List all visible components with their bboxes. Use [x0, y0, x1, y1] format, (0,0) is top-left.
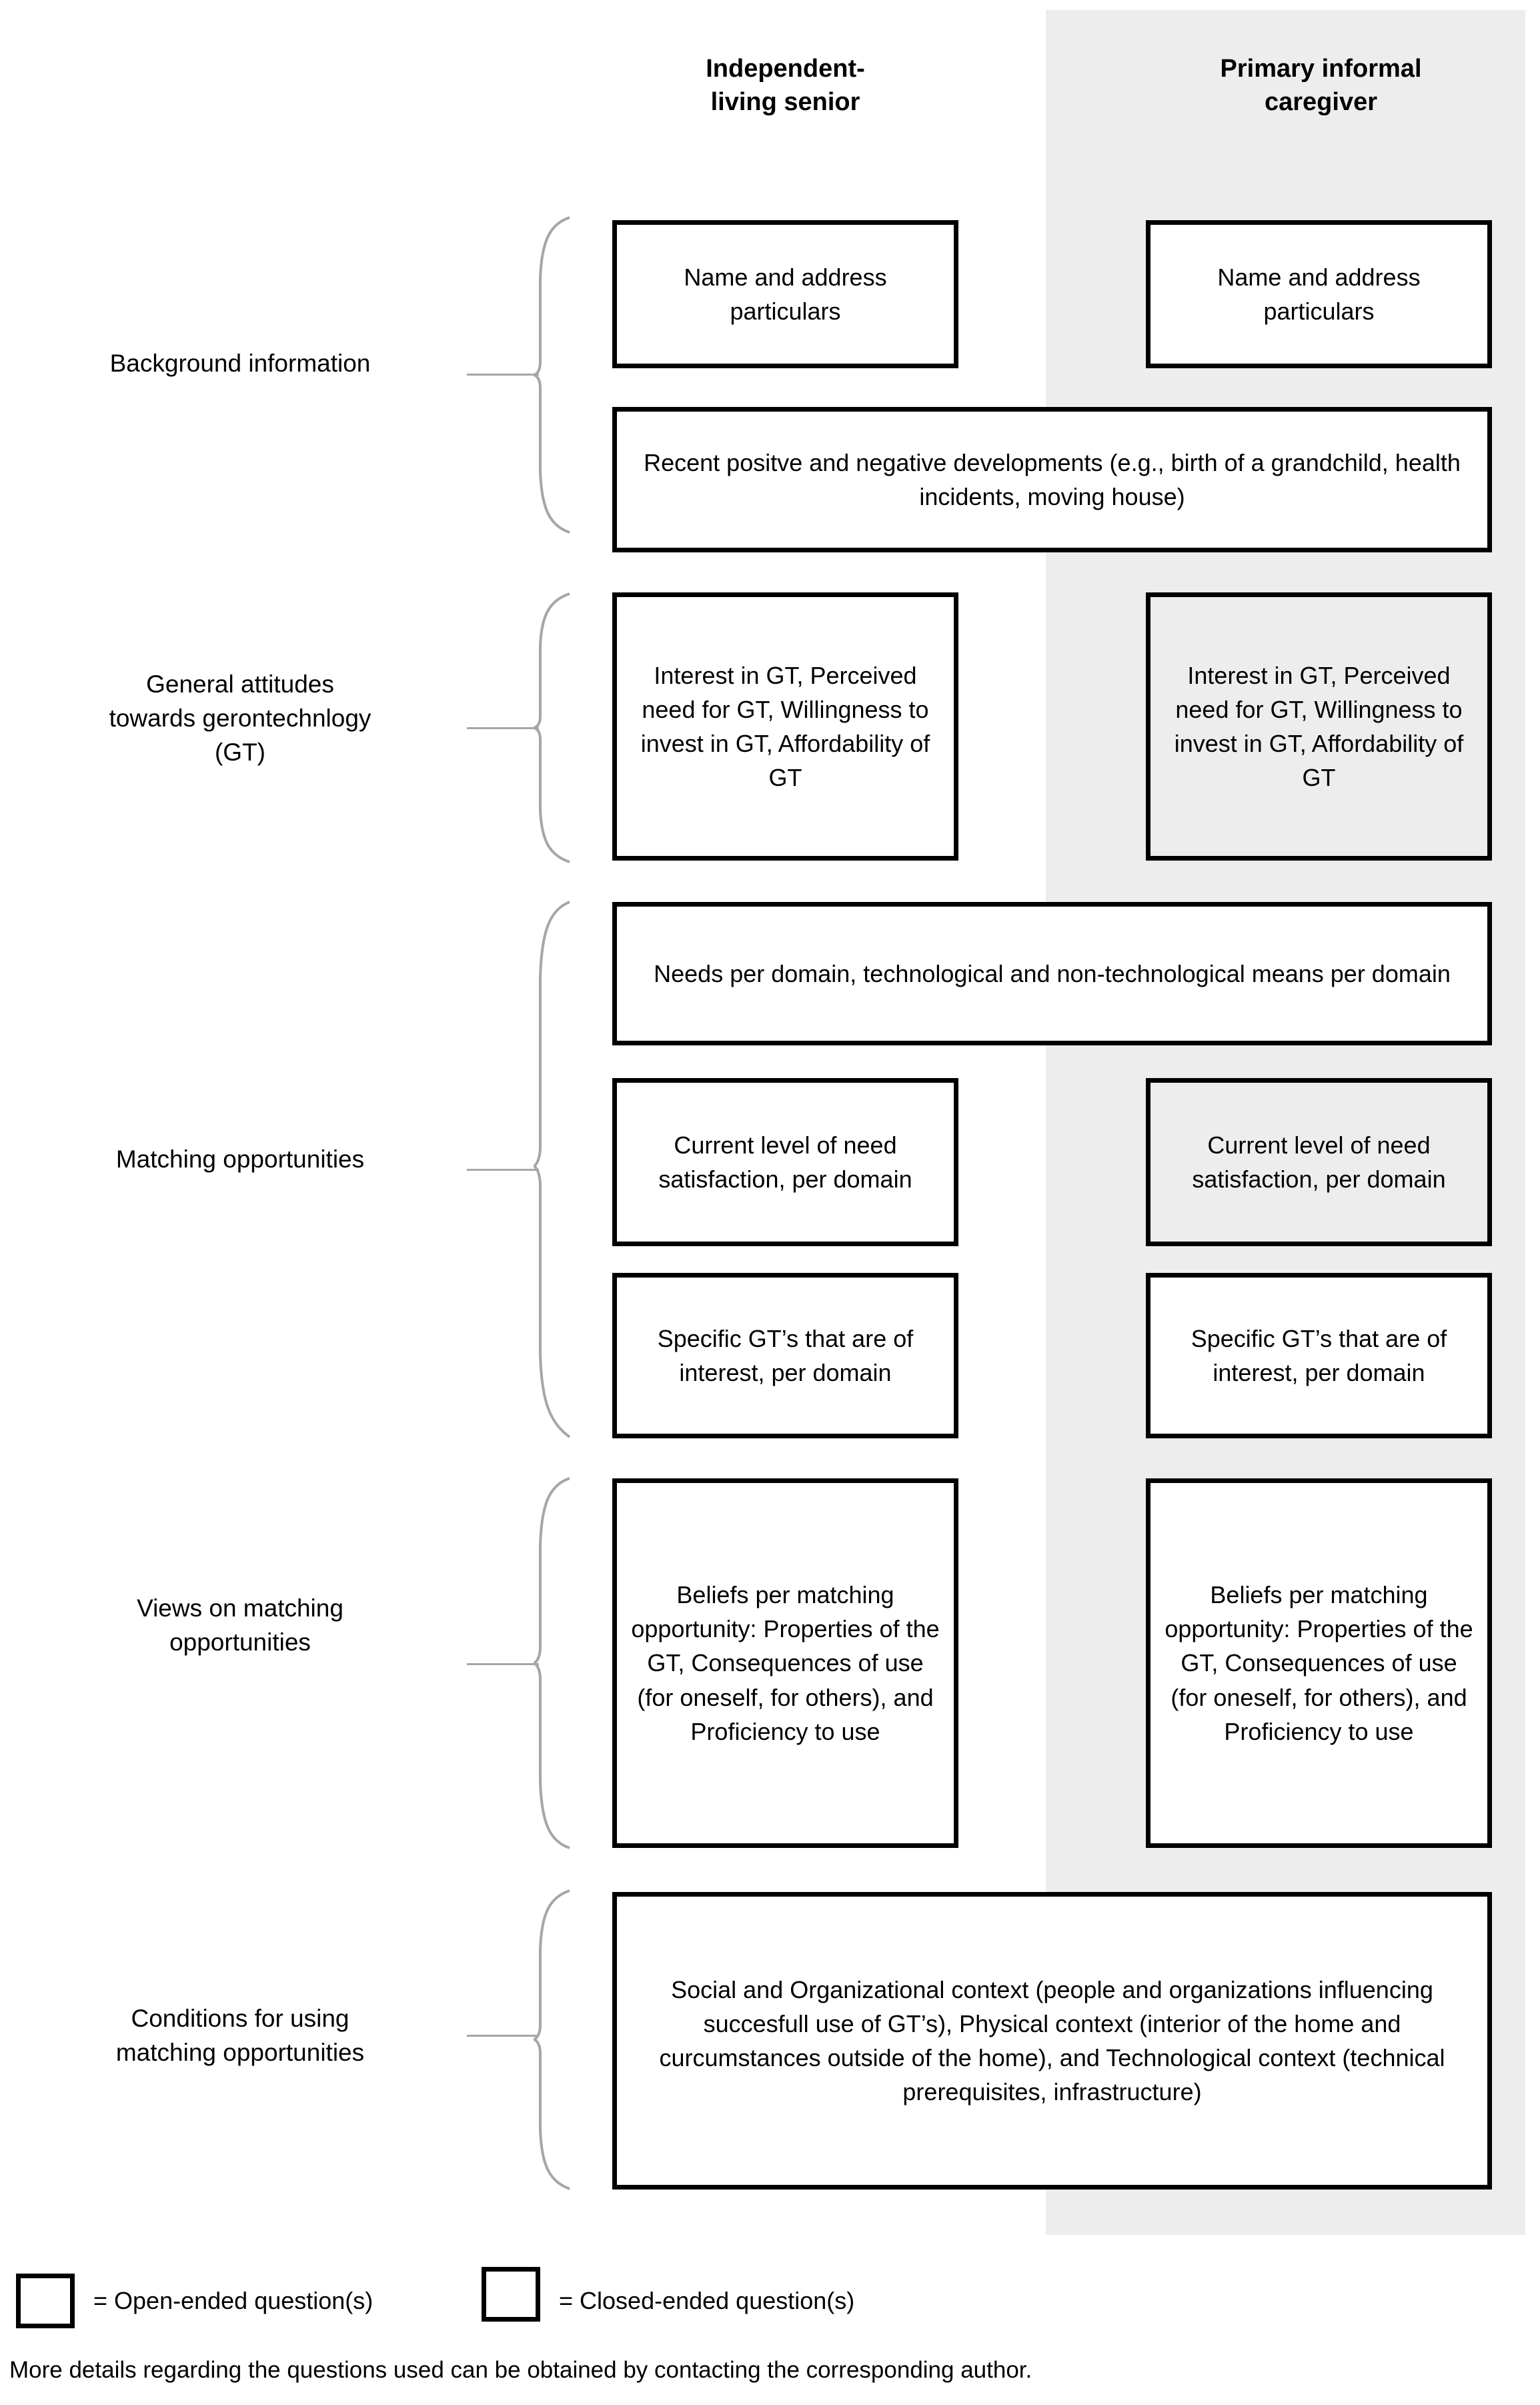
box-views-senior: Beliefs per matching opportunity: Proper…: [612, 1478, 958, 1848]
connector-matching-opportunities: [467, 1169, 539, 1171]
box-bg-name-senior: Name and address particulars: [612, 220, 958, 368]
legend-label-open: = Open-ended question(s): [93, 2287, 373, 2314]
box-bg-name-caregiver: Name and address particulars: [1146, 220, 1492, 368]
box-mo-specific-senior: Specific GT’s that are of interest, per …: [612, 1273, 958, 1438]
legend-label-closed: = Closed-ended question(s): [559, 2287, 855, 2314]
section-label-general-attitudes: General attitudes towards gerontechnlogy…: [109, 670, 371, 767]
box-mo-satisfaction-caregiver: Current level of need satisfaction, per …: [1146, 1078, 1492, 1246]
box-text: Beliefs per matching opportunity: Proper…: [631, 1581, 940, 1745]
connector-conditions: [467, 2035, 539, 2037]
box-conditions-context: Social and Organizational context (peopl…: [612, 1892, 1492, 2190]
box-text: Name and address particulars: [1217, 263, 1421, 325]
brace-general-attitudes: [534, 592, 570, 863]
figure-footnote: More details regarding the questions use…: [9, 2357, 1032, 2383]
section-label-background: Background information: [109, 350, 371, 377]
box-views-caregiver: Beliefs per matching opportunity: Proper…: [1146, 1478, 1492, 1848]
box-bg-developments: Recent positve and negative developments…: [612, 407, 1492, 552]
legend-swatch-open: [16, 2274, 75, 2328]
box-mo-satisfaction-senior: Current level of need satisfaction, per …: [612, 1078, 958, 1246]
box-mo-specific-caregiver: Specific GT’s that are of interest, per …: [1146, 1273, 1492, 1438]
section-label-conditions: Conditions for using matching opportunit…: [115, 2005, 365, 2067]
connector-views: [467, 1663, 539, 1665]
box-mo-needs: Needs per domain, technological and non-…: [612, 902, 1492, 1045]
box-text: Specific GT’s that are of interest, per …: [657, 1324, 914, 1386]
section-label-matching-opportunities: Matching opportunities: [115, 1145, 365, 1173]
box-text: Name and address particulars: [684, 263, 887, 325]
box-text: Needs per domain, technological and non-…: [654, 959, 1451, 987]
box-text: Interest in GT, Perceived need for GT, W…: [640, 661, 930, 792]
box-text: Current level of need satisfaction, per …: [1192, 1131, 1446, 1193]
box-text: Beliefs per matching opportunity: Proper…: [1165, 1581, 1473, 1745]
brace-conditions: [534, 1889, 570, 2190]
box-ga-senior: Interest in GT, Perceived need for GT, W…: [612, 592, 958, 861]
section-label-views: Views on matching opportunities: [137, 1594, 343, 1656]
legend-swatch-closed: [482, 2267, 540, 2322]
box-text: Current level of need satisfaction, per …: [658, 1131, 912, 1193]
brace-views: [534, 1477, 570, 1849]
column-header-caregiver: Primary informal caregiver: [1220, 55, 1422, 117]
connector-background: [467, 374, 539, 376]
box-text: Social and Organizational context (peopl…: [659, 1975, 1445, 2106]
brace-matching-opportunities: [534, 901, 571, 1438]
box-text: Recent positve and negative developments…: [644, 448, 1461, 510]
column-header-senior: Independent- living senior: [706, 55, 865, 117]
brace-background: [534, 216, 570, 534]
box-ga-caregiver: Interest in GT, Perceived need for GT, W…: [1146, 592, 1492, 861]
connector-general-attitudes: [467, 727, 539, 729]
box-text: Specific GT’s that are of interest, per …: [1191, 1324, 1447, 1386]
box-text: Interest in GT, Perceived need for GT, W…: [1174, 661, 1464, 792]
